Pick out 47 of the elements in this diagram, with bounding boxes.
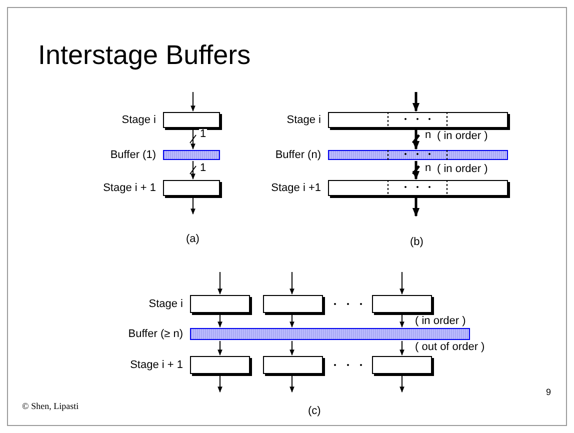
stage-label: Buffer (n) xyxy=(275,149,321,161)
edge-label: 1 xyxy=(199,129,208,140)
order-note: ( in order ) xyxy=(415,315,466,327)
figure-label: (a) xyxy=(186,233,200,245)
edge-label: 1 xyxy=(199,163,208,174)
stage-label: Buffer (≥ n) xyxy=(128,328,183,340)
figure-label: (b) xyxy=(410,236,424,248)
copyright-note: © Shen, Lipasti xyxy=(22,401,79,411)
edge-label: n xyxy=(424,130,432,141)
arrow xyxy=(400,314,404,328)
figure-label: (c) xyxy=(308,405,321,417)
arrow xyxy=(412,197,420,217)
arrow xyxy=(290,374,294,393)
slide-title: Interstage Buffers xyxy=(38,40,251,71)
arrow xyxy=(290,340,294,356)
order-note: ( in order ) xyxy=(437,130,488,142)
arrow xyxy=(290,272,294,295)
order-note: ( out of order ) xyxy=(415,341,485,353)
stage-box xyxy=(263,295,323,313)
arrow xyxy=(412,160,420,180)
stage-label: Stage i +1 xyxy=(271,182,321,194)
arrow xyxy=(412,128,420,150)
stage-label: Stage i xyxy=(286,114,321,126)
arrow xyxy=(218,272,222,295)
arrow xyxy=(400,374,404,393)
stage-label: Stage i + 1 xyxy=(130,359,183,371)
arrow xyxy=(218,314,222,328)
stage-label: Stage i + 1 xyxy=(103,182,156,194)
arrow xyxy=(190,128,196,150)
arrow xyxy=(190,92,196,112)
edge-label: n xyxy=(424,163,432,174)
arrow xyxy=(290,314,294,328)
page-number: 9 xyxy=(546,387,552,397)
arrow xyxy=(190,196,196,215)
stage-label: Buffer (1) xyxy=(110,149,156,161)
stage-box xyxy=(372,356,432,374)
stage-box xyxy=(372,295,432,313)
stage-label: Stage i xyxy=(148,298,183,310)
order-note: ( in order ) xyxy=(437,163,488,175)
stage-box xyxy=(263,356,323,374)
arrow xyxy=(190,160,196,180)
arrow xyxy=(218,374,222,393)
arrow xyxy=(218,340,222,356)
stage-label: Stage i xyxy=(122,114,156,126)
arrow xyxy=(400,340,404,356)
arrow xyxy=(400,272,404,295)
arrow xyxy=(412,92,420,112)
